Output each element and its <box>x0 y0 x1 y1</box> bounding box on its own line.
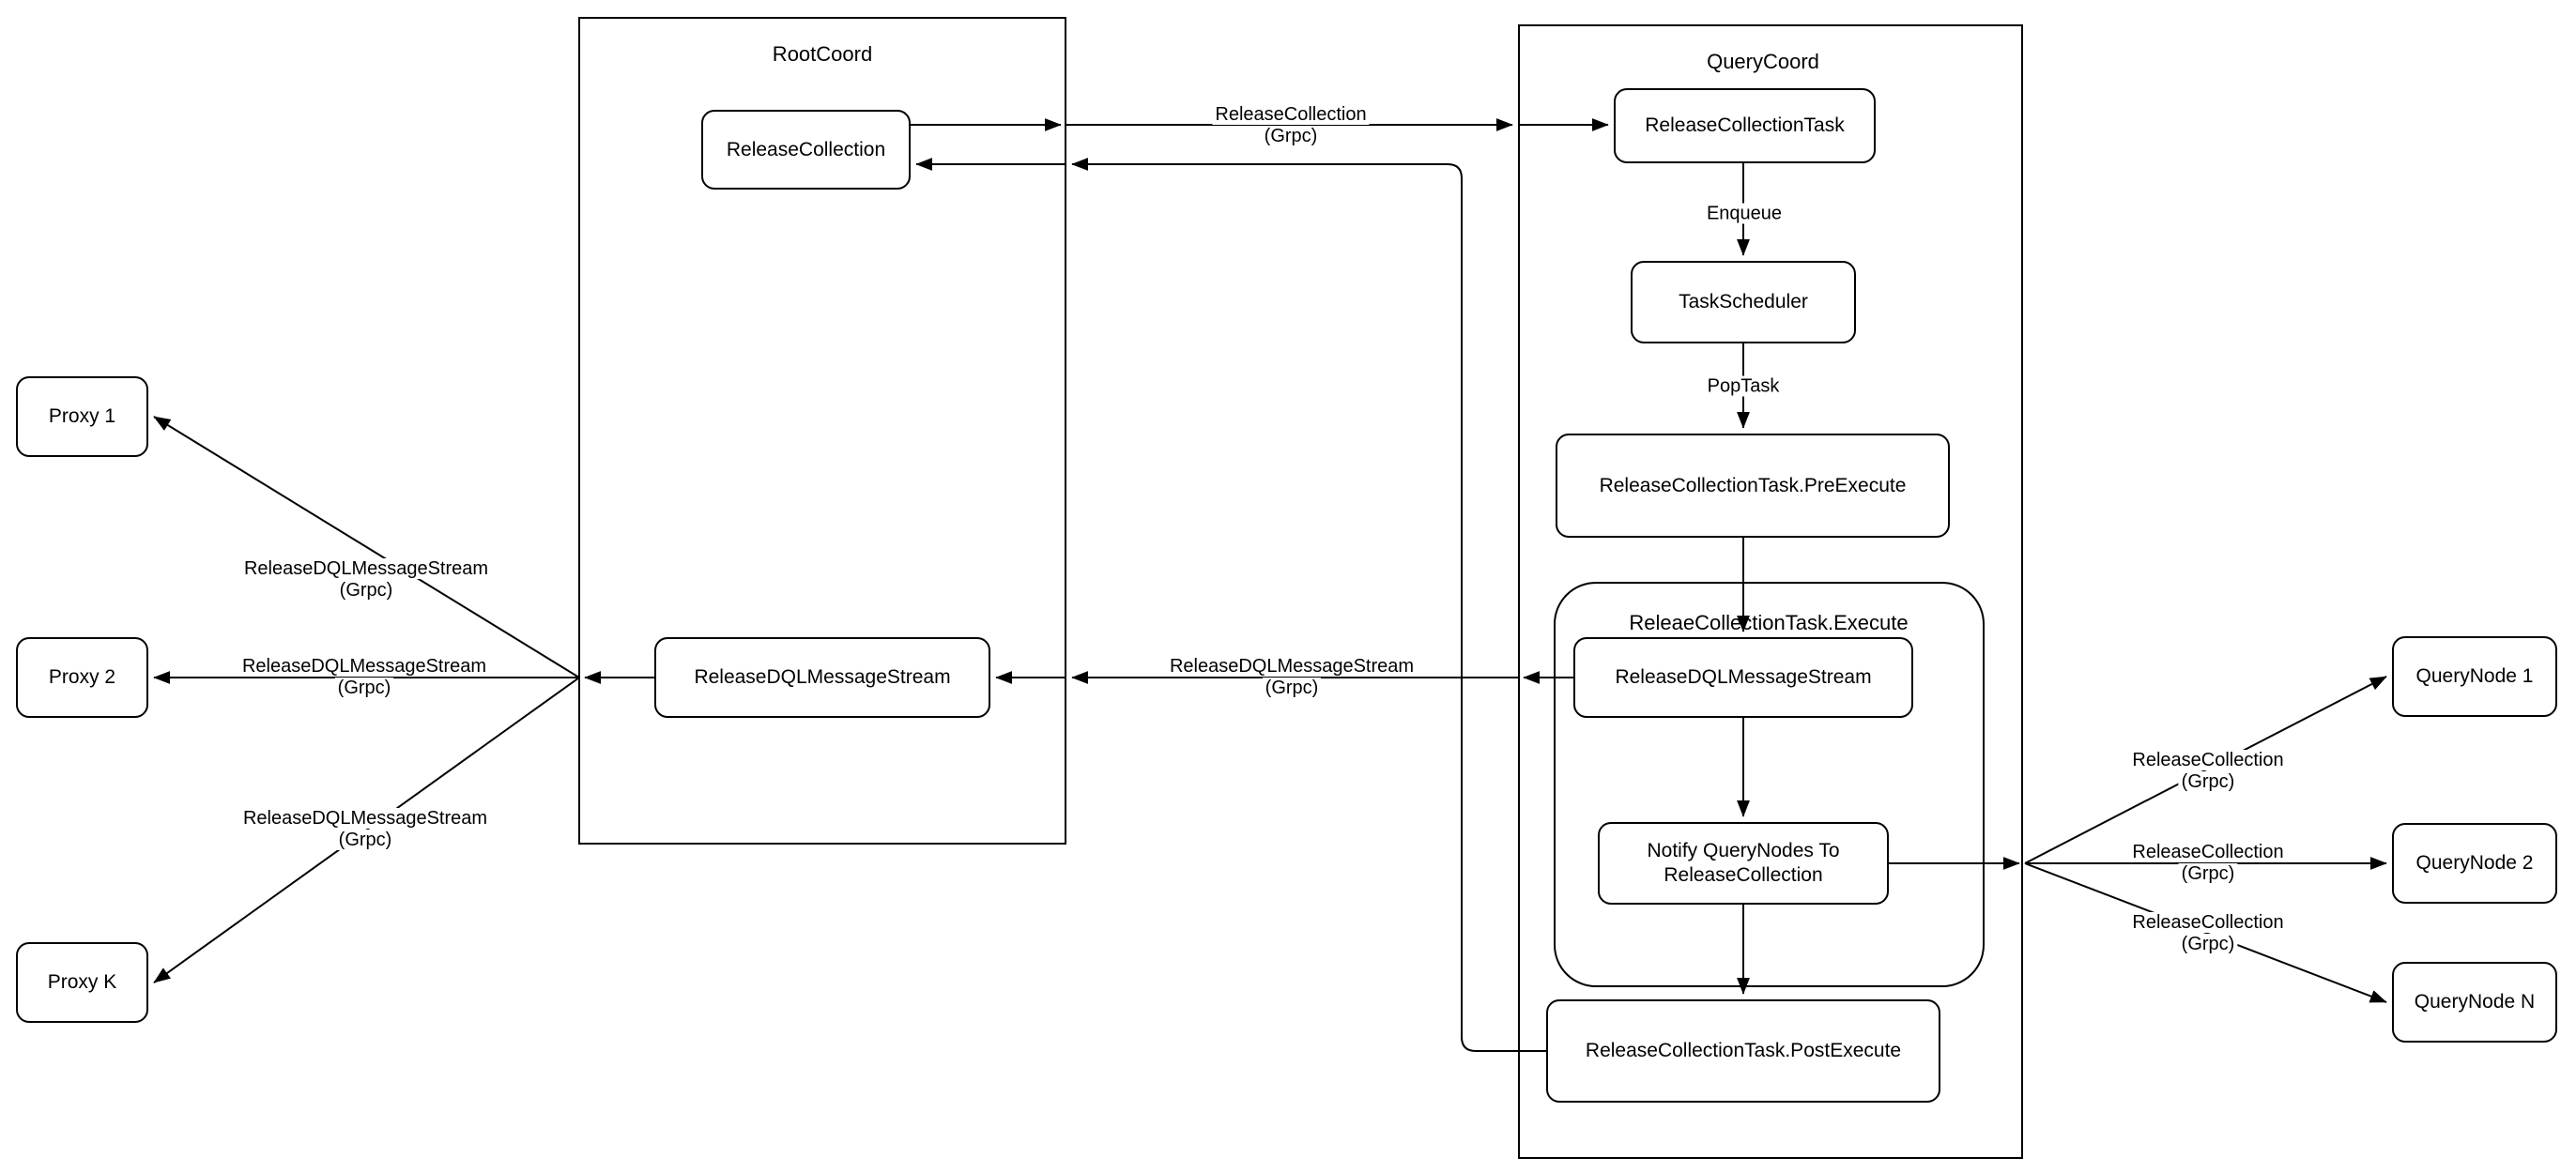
execute-group <box>1554 582 1985 987</box>
edge-label-text: ReleaseCollection <box>1212 104 1370 125</box>
edge-label-text: ReleaseDQLMessageStream <box>239 808 491 829</box>
edge-label-text: (Grpc) <box>2178 863 2238 884</box>
edge-label-text: ReleaseCollection <box>2129 842 2287 862</box>
edge-label-text: ReleaseDQLMessageStream <box>238 656 490 677</box>
edge-label-dql-grpc-proxy2: ReleaseDQLMessageStream (Grpc) <box>238 656 490 699</box>
querynode-1-node: QueryNode 1 <box>2392 636 2557 717</box>
edge-label-text: (Grpc) <box>2178 771 2238 792</box>
edge-label-dql-grpc-proxyk: ReleaseDQLMessageStream (Grpc) <box>239 808 491 851</box>
release-collection-node: ReleaseCollection <box>701 110 911 190</box>
execute-group-title: ReleaeCollectionTask.Execute <box>1629 611 1909 634</box>
querycoord-container <box>1518 24 2023 1159</box>
querynode-n-node: QueryNode N <box>2392 962 2557 1043</box>
release-collection-task-node: ReleaseCollectionTask <box>1614 88 1876 163</box>
edge-label-text: ReleaseCollection <box>2129 750 2287 770</box>
edge-to-proxy1 <box>153 416 580 678</box>
querynode-2-node: QueryNode 2 <box>2392 823 2557 904</box>
edge-label-release-collection-grpc-qn2: ReleaseCollection (Grpc) <box>2129 842 2287 885</box>
edge-label-text: (Grpc) <box>336 580 396 601</box>
edge-label-text: ReleaseDQLMessageStream <box>240 558 492 579</box>
rootcoord-title: RootCoord <box>772 42 873 66</box>
edge-label-text: (Grpc) <box>335 830 395 850</box>
edge-label-text: ReleaseCollection <box>2129 912 2287 933</box>
proxy-k-node: Proxy K <box>16 942 148 1023</box>
edge-label-release-collection-grpc-qn1: ReleaseCollection (Grpc) <box>2129 750 2287 793</box>
edge-label-release-collection-grpc-qnn: ReleaseCollection (Grpc) <box>2129 912 2287 955</box>
proxy-2-node: Proxy 2 <box>16 637 148 718</box>
edge-label-dql-grpc-middle: ReleaseDQLMessageStream (Grpc) <box>1166 656 1418 699</box>
edge-label-text: (Grpc) <box>2178 934 2238 954</box>
edge-label-text: Enqueue <box>1703 203 1786 224</box>
edge-label-dql-grpc-proxy1: ReleaseDQLMessageStream (Grpc) <box>240 558 492 602</box>
root-dql-message-stream-node: ReleaseDQLMessageStream <box>654 637 990 718</box>
notify-querynodes-node: Notify QueryNodes To ReleaseCollection <box>1598 822 1889 905</box>
querycoord-title: QueryCoord <box>1707 50 1819 73</box>
edge-postexecute-return <box>1071 158 1546 1052</box>
edge-label-text: (Grpc) <box>1261 126 1321 146</box>
edge-label-enqueue: Enqueue <box>1703 203 1786 225</box>
task-scheduler-node: TaskScheduler <box>1631 261 1856 343</box>
qc-dql-message-stream-node: ReleaseDQLMessageStream <box>1573 637 1913 718</box>
pre-execute-node: ReleaseCollectionTask.PreExecute <box>1556 434 1950 538</box>
edge-label-text: ReleaseDQLMessageStream <box>1166 656 1418 677</box>
edge-label-release-collection-grpc-top: ReleaseCollection (Grpc) <box>1212 104 1370 147</box>
edge-label-text: (Grpc) <box>1262 678 1322 698</box>
notify-line1: Notify QueryNodes To <box>1647 840 1840 861</box>
edge-label-text: (Grpc) <box>334 678 394 698</box>
proxy-1-node: Proxy 1 <box>16 376 148 457</box>
edge-label-text: PopTask <box>1704 375 1783 397</box>
edge-to-qnn <box>2024 862 2387 1003</box>
edge-label-poptask: PopTask <box>1704 375 1783 398</box>
rootcoord-container <box>578 17 1066 845</box>
post-execute-node: ReleaseCollectionTask.PostExecute <box>1546 999 1940 1103</box>
notify-line2: ReleaseCollection <box>1664 864 1823 886</box>
